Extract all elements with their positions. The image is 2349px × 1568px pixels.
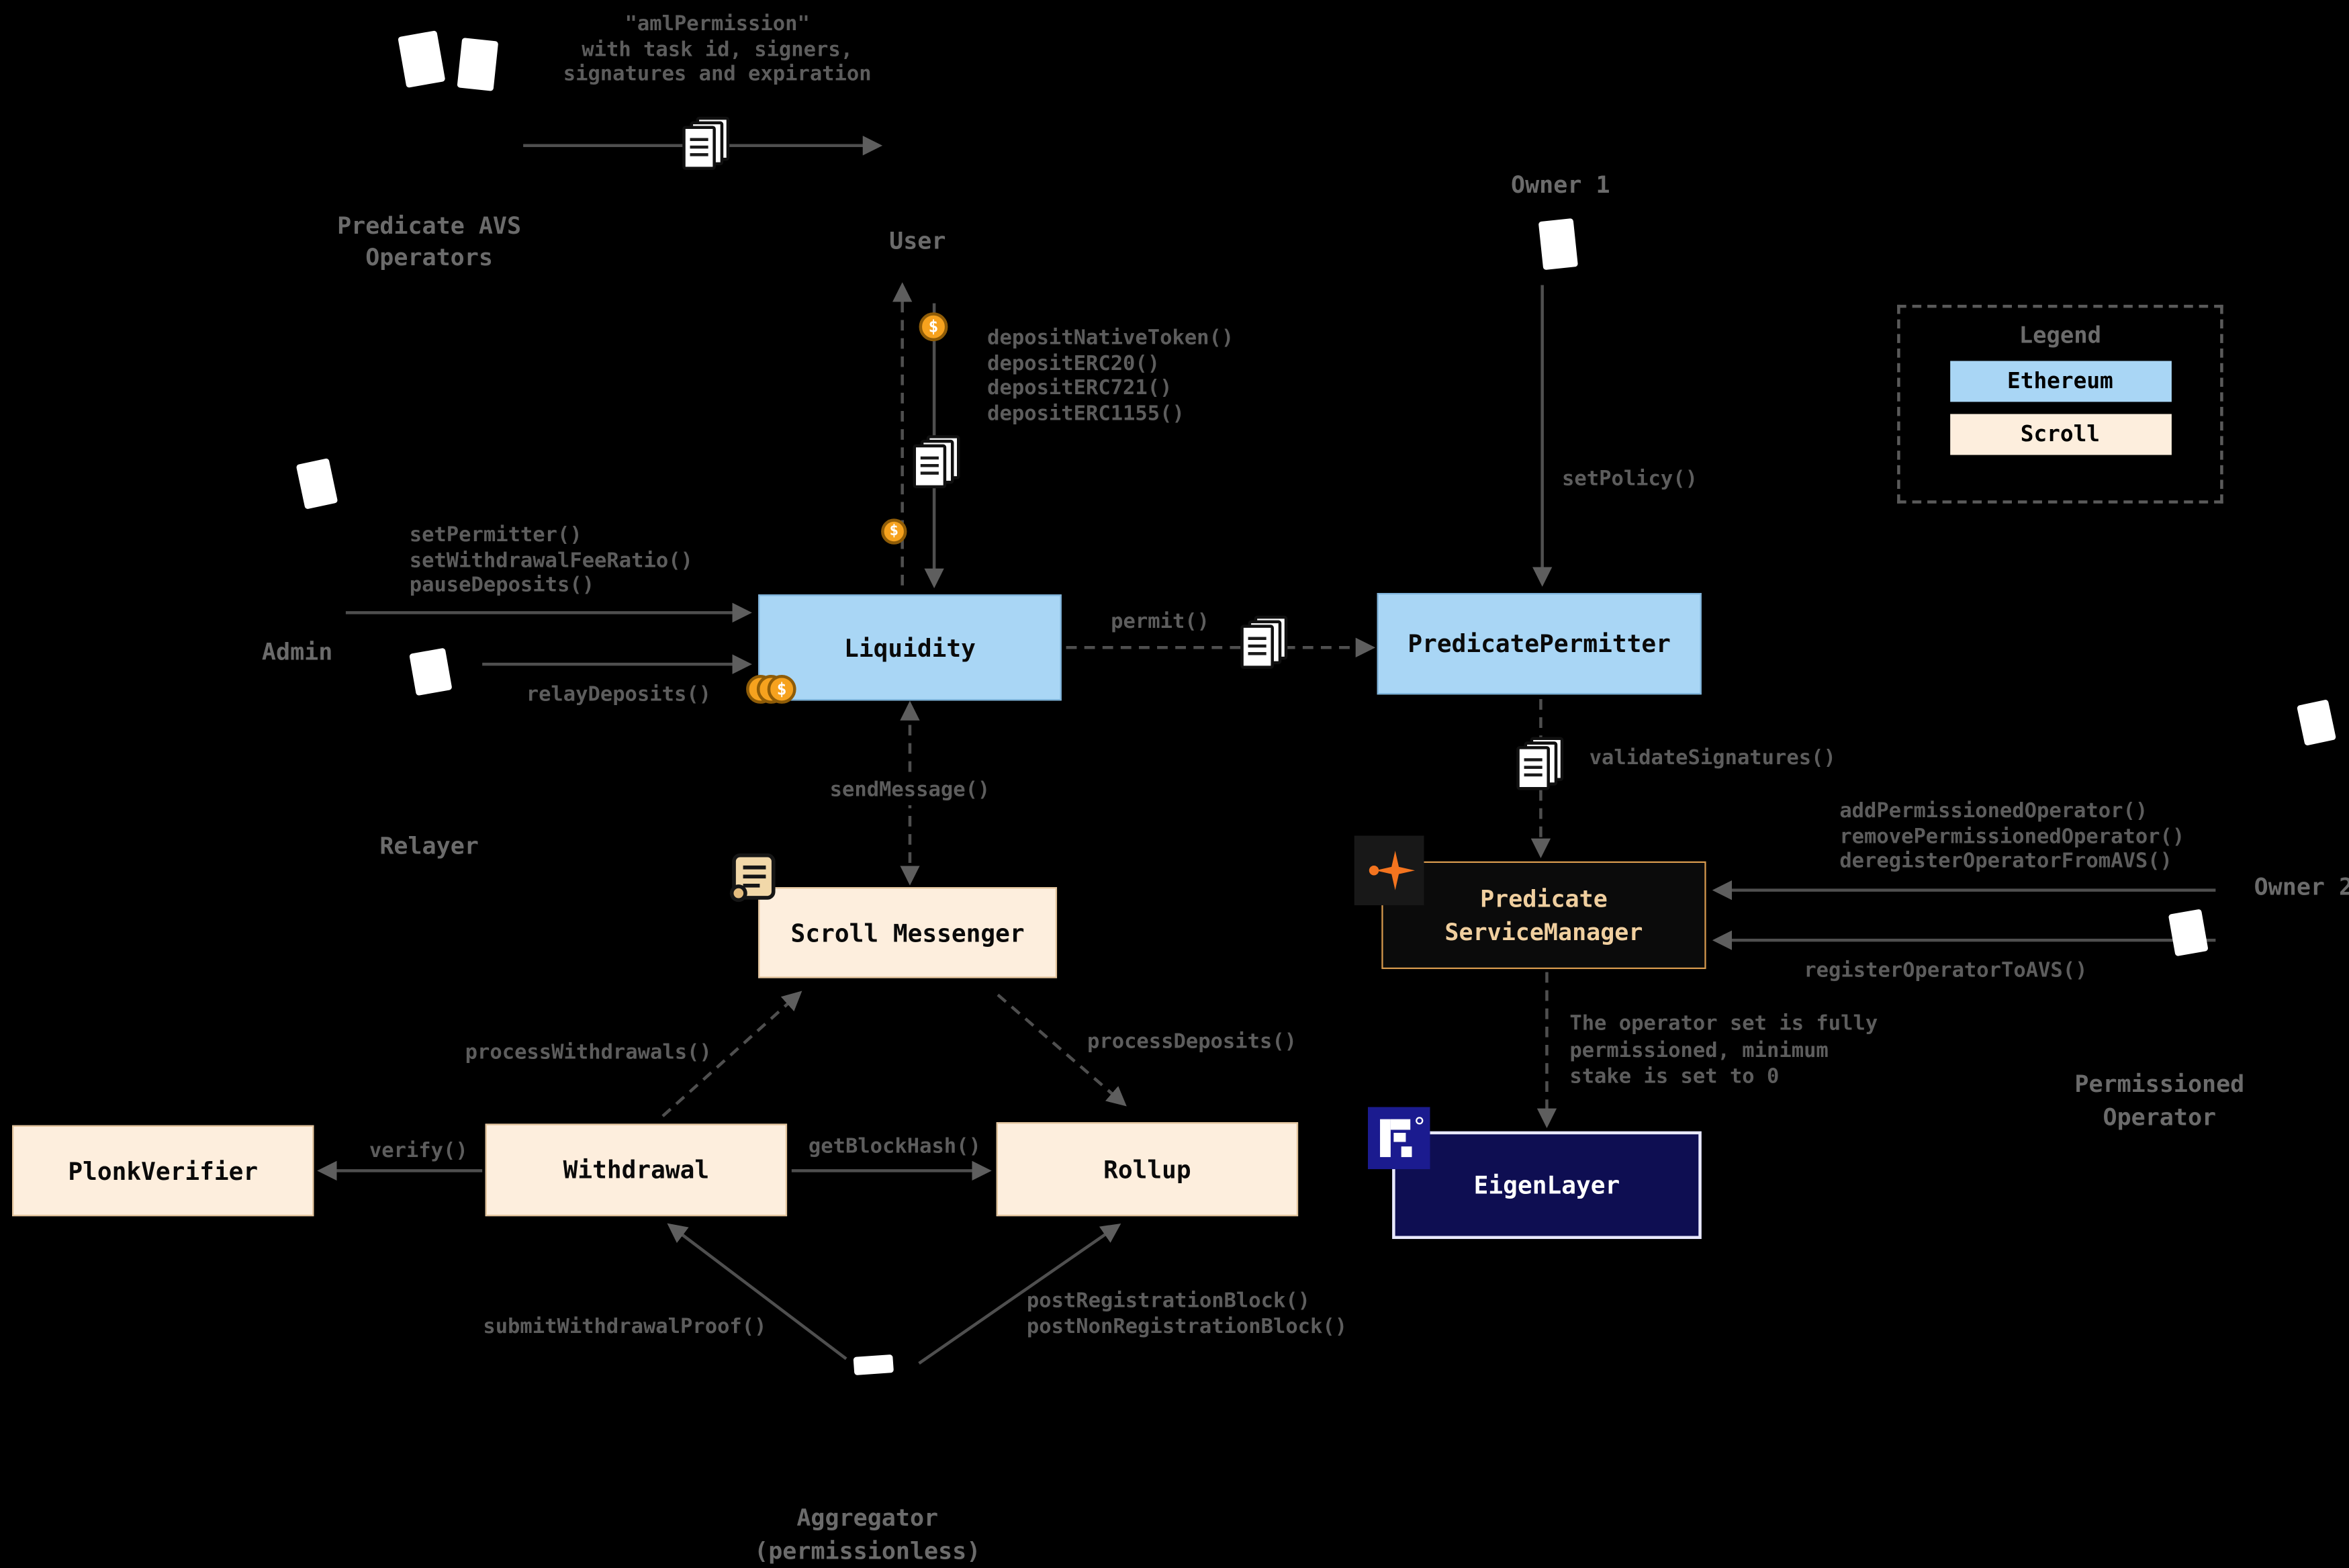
permit-label: permit(): [1111, 609, 1210, 634]
predicate-logo: [1354, 835, 1424, 906]
set-policy-label: setPolicy(): [1562, 467, 1698, 492]
legend: Legend Ethereum Scroll: [1897, 304, 2223, 504]
liquidity-label: Liquidity: [844, 633, 976, 662]
send-message-label: sendMessage(): [821, 776, 999, 805]
admin-label: Admin: [261, 638, 333, 666]
white-marker: [1538, 218, 1579, 271]
operator-set-note: The operator set is fully permissioned, …: [1569, 1011, 1878, 1089]
withdrawal-label: Withdrawal: [563, 1155, 710, 1185]
eigenlayer-label: EigenLayer: [1473, 1170, 1620, 1200]
owner1-label: Owner 1: [1511, 171, 1610, 199]
relayer-label: Relayer: [379, 832, 479, 860]
aggregator-label: Aggregator (permissionless): [754, 1504, 981, 1565]
liquidity-node: Liquidity: [758, 594, 1062, 701]
relay-deposits-label: relayDeposits(): [526, 682, 712, 707]
operator-management-functions-label: addPermissionedOperator() removePermissi…: [1839, 799, 2185, 874]
legend-item-scroll: Scroll: [1949, 414, 2171, 455]
register-operator-label: registerOperatorToAVS(): [1804, 958, 2088, 983]
coin-stack-icon: $: [746, 674, 807, 707]
predicate-service-manager-label-line1: Predicate: [1480, 884, 1608, 913]
legend-title: Legend: [2019, 321, 2102, 349]
process-withdrawals-label: processWithdrawals(): [465, 1040, 712, 1065]
get-block-hash-label: getBlockHash(): [808, 1134, 981, 1159]
user-label: User: [889, 227, 946, 255]
predicate-permitter-node: PredicatePermitter: [1377, 592, 1702, 695]
plonk-verifier-label: PlonkVerifier: [68, 1156, 259, 1185]
eigenlayer-logo: [1367, 1107, 1430, 1170]
plonk-verifier-node: PlonkVerifier: [12, 1125, 314, 1217]
eigenlayer-node: EigenLayer: [1392, 1131, 1702, 1240]
scroll-messenger-label: Scroll Messenger: [790, 918, 1025, 948]
document-icon: [1516, 737, 1564, 792]
scroll-messenger-node: Scroll Messenger: [758, 887, 1058, 978]
owner2-label: Owner 2: [2254, 873, 2349, 901]
legend-item-ethereum: Ethereum: [1949, 361, 2171, 402]
predicate-service-manager-label-line2: ServiceManager: [1444, 918, 1643, 946]
predicate-avs-operators-label: Predicate AVS Operators: [337, 212, 522, 272]
coin-icon: $: [919, 312, 948, 342]
predicate-permitter-label: PredicatePermitter: [1408, 629, 1671, 659]
white-marker: [457, 38, 499, 91]
admin-functions-label: setPermitter() setWithdrawalFeeRatio() p…: [409, 523, 693, 598]
validate-signatures-label: validateSignatures(): [1589, 746, 1836, 771]
rollup-label: Rollup: [1103, 1154, 1191, 1184]
permissioned-operator-label: Permissioned Operator: [2074, 1070, 2245, 1132]
white-marker: [409, 647, 453, 696]
aml-permission-note: "amlPermission" with task id, signers, s…: [563, 12, 872, 87]
post-block-functions-label: postRegistrationBlock() postNonRegistrat…: [1026, 1289, 1348, 1338]
document-icon: [682, 116, 730, 171]
predicate-service-manager-node: Predicate ServiceManager: [1381, 861, 1706, 970]
submit-withdrawal-proof-label: submitWithdrawalProof(): [483, 1314, 767, 1340]
scroll-icon: [729, 853, 776, 903]
document-icon: [913, 435, 960, 490]
rollup-node: Rollup: [996, 1122, 1299, 1217]
coin-icon: $: [881, 518, 907, 545]
document-icon: [1240, 615, 1288, 670]
white-marker: [2168, 909, 2209, 957]
withdrawal-node: Withdrawal: [485, 1123, 788, 1217]
verify-label: verify(): [369, 1138, 468, 1164]
deposit-functions-label: depositNativeToken() depositERC20() depo…: [987, 326, 1234, 426]
process-deposits-label: processDeposits(): [1087, 1029, 1297, 1054]
white-marker: [853, 1354, 894, 1376]
